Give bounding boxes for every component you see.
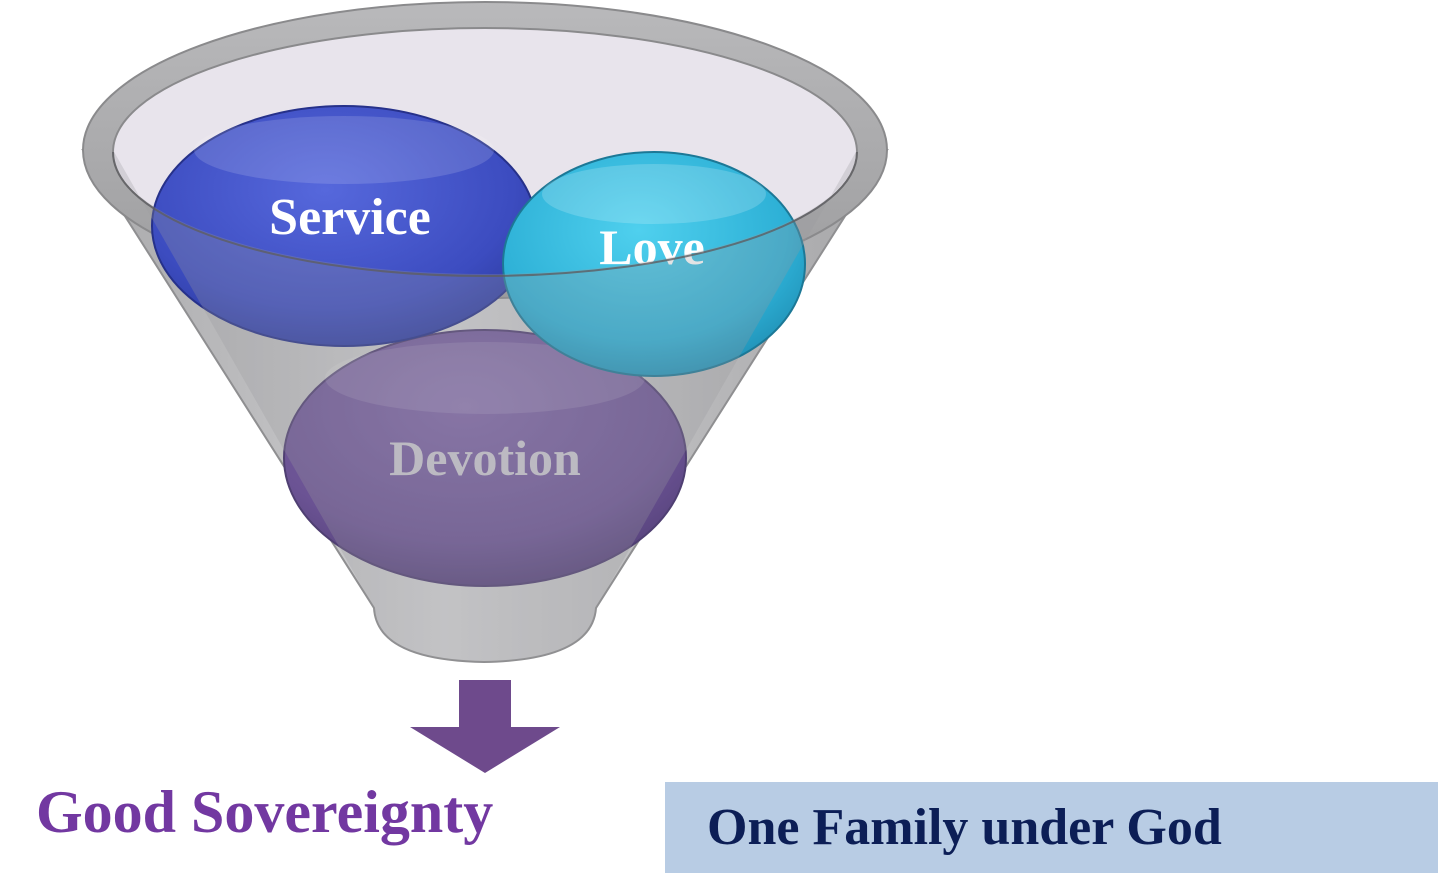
devotion-label: Devotion [389,430,581,486]
bubble-devotion: Devotion [283,329,687,587]
funnel-front-overlay [113,150,857,662]
down-arrow-icon [410,680,560,773]
result-label: Good Sovereignty [36,779,494,845]
love-label: Love [599,219,705,275]
bubble-love: Love [502,151,806,377]
funnel-front-rim [112,151,858,277]
bubble-service: Service [151,105,537,347]
service-label: Service [269,189,431,246]
callout-text: One Family under God [707,798,1222,856]
callout-box: One Family under God [665,782,1438,873]
